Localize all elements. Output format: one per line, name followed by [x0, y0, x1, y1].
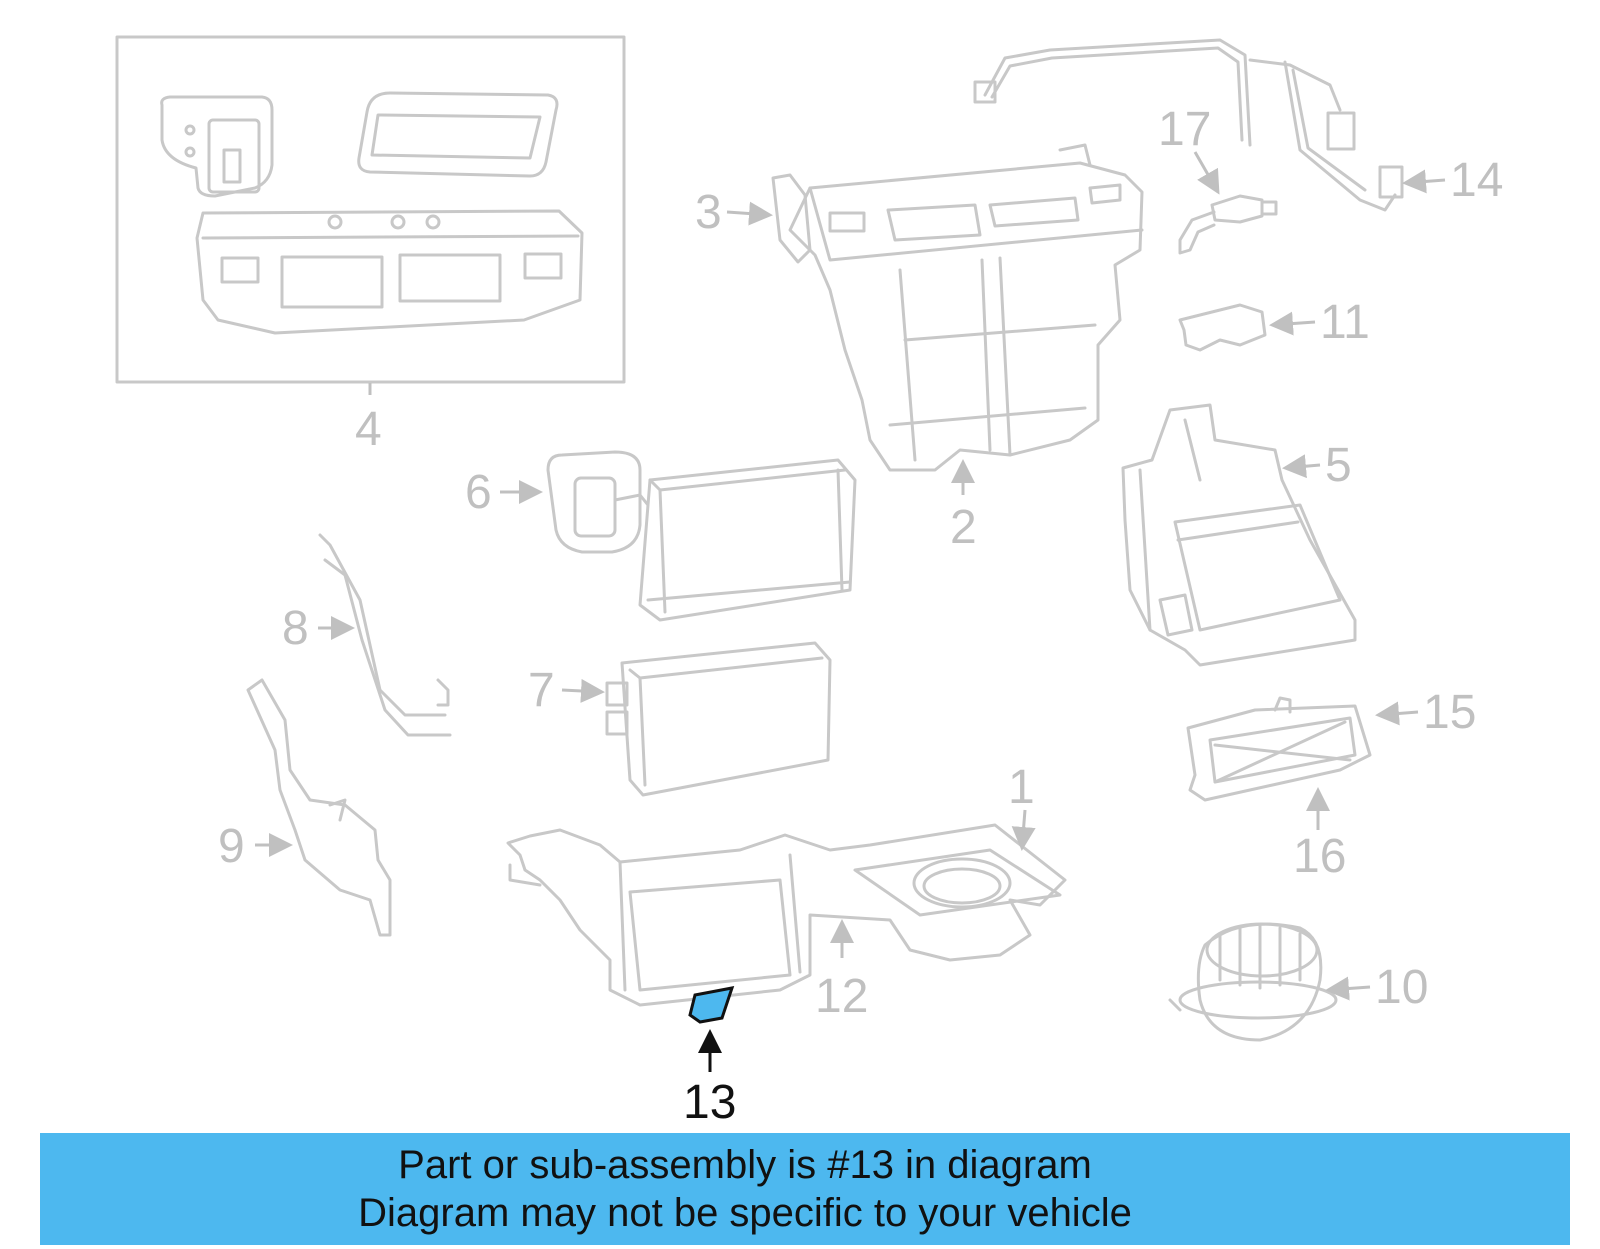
- part-13-highlighted: [688, 986, 735, 1024]
- callout-4: 4: [355, 403, 382, 456]
- callout-10: 10: [1325, 961, 1428, 1014]
- callout-3: 3: [695, 186, 773, 239]
- svg-text:17: 17: [1158, 103, 1211, 156]
- info-banner: Part or sub-assembly is #13 in diagram D…: [40, 1133, 1570, 1245]
- callout-8: 8: [282, 602, 355, 655]
- part-15-filter-door: [1186, 696, 1372, 802]
- svg-text:12: 12: [815, 970, 868, 1023]
- callout-13: 13: [683, 1029, 736, 1129]
- banner-line-part-number: Part or sub-assembly is #13 in diagram: [398, 1143, 1092, 1187]
- svg-text:7: 7: [528, 664, 555, 717]
- callout-9: 9: [218, 820, 293, 873]
- callout-15: 15: [1375, 686, 1476, 739]
- callout-1: 1: [1008, 761, 1036, 851]
- callout-5: 5: [1282, 439, 1352, 492]
- svg-text:5: 5: [1325, 439, 1352, 492]
- svg-text:13: 13: [683, 1076, 736, 1129]
- svg-text:4: 4: [355, 403, 382, 456]
- callout-12: 12: [815, 919, 868, 1023]
- callout-11: 11: [1269, 296, 1370, 349]
- part-5-blower-housing: [1121, 403, 1357, 667]
- svg-text:14: 14: [1450, 154, 1503, 207]
- evaporator-core: [638, 458, 857, 622]
- callout-6: 6: [465, 466, 543, 519]
- banner-line-disclaimer: Diagram may not be specific to your vehi…: [358, 1191, 1132, 1235]
- svg-text:16: 16: [1293, 830, 1346, 883]
- svg-text:11: 11: [1320, 296, 1370, 349]
- part-17-sensor: [1178, 194, 1278, 255]
- svg-text:9: 9: [218, 820, 245, 873]
- svg-text:1: 1: [1008, 761, 1035, 814]
- svg-text:10: 10: [1375, 961, 1428, 1014]
- part-11-actuator: [1178, 303, 1267, 352]
- part-9-actuator-arm: [246, 678, 392, 937]
- svg-text:3: 3: [695, 186, 722, 239]
- svg-text:15: 15: [1423, 686, 1476, 739]
- callout-14: 14: [1402, 154, 1503, 207]
- svg-text:2: 2: [950, 501, 977, 554]
- callout-2: 2: [950, 459, 977, 554]
- callout-17: 17: [1158, 103, 1220, 195]
- svg-text:8: 8: [282, 602, 309, 655]
- part-10-blower-motor: [1168, 922, 1338, 1042]
- part-6-expansion-valve: [546, 450, 662, 554]
- part-2-hvac-case: [771, 143, 1144, 472]
- part-4-control-assembly: [115, 35, 626, 395]
- part-8-pipe: [318, 533, 452, 737]
- callout-16: 16: [1293, 787, 1346, 883]
- svg-text:6: 6: [465, 466, 492, 519]
- part-7-heater-core: [605, 641, 832, 797]
- part-1-lower-case: [506, 823, 1067, 1007]
- callout-7: 7: [528, 664, 605, 717]
- part-14-wire-harness: [973, 38, 1404, 212]
